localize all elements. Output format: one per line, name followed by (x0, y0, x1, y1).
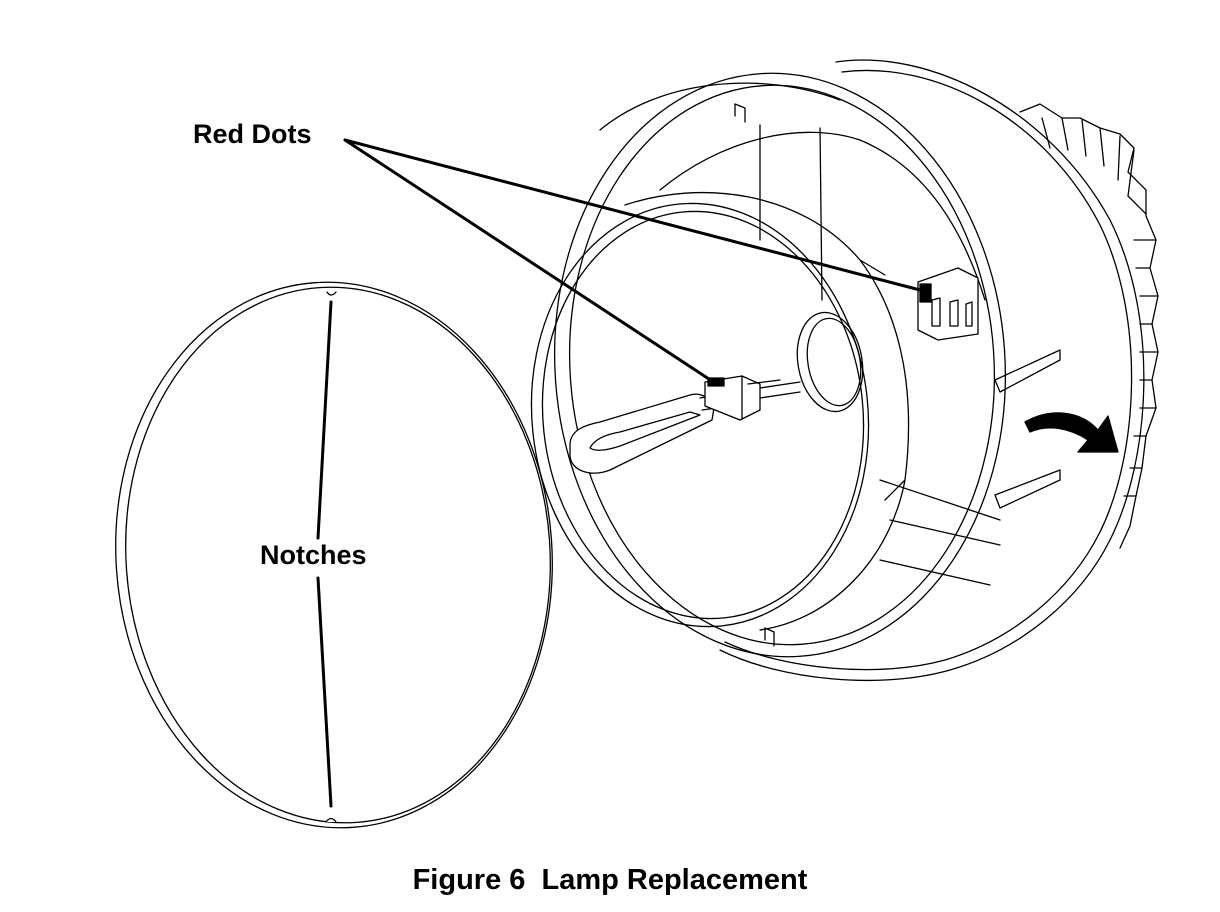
inner-cavity (659, 131, 986, 301)
red-dots-leaders (343, 138, 922, 383)
lamp-socket-block (917, 267, 979, 341)
red-dot-marker-lamp (707, 377, 725, 387)
figure-caption: Figure 6 Lamp Replacement (412, 864, 808, 896)
leader-to-socket (343, 138, 922, 292)
lens-outer-edge (115, 281, 553, 829)
lamp-bulb (569, 375, 801, 474)
lamp-opening (796, 311, 864, 413)
lamp-housing (530, 59, 1159, 682)
cooling-fins (1019, 103, 1159, 549)
notches-label: Notches (258, 540, 369, 570)
curved-arrow-icon (1024, 412, 1119, 453)
red-dot-marker-socket (919, 283, 932, 303)
housing-outer-rim (719, 59, 1145, 682)
lens-disc (115, 281, 553, 829)
leader-to-lamp (343, 138, 714, 383)
housing-front-ring (553, 72, 1007, 658)
reflector-ring (530, 202, 870, 628)
red-dots-label: Red Dots (193, 119, 312, 149)
lens-notch-top (326, 291, 337, 296)
notches-leader-bottom (316, 576, 333, 808)
lens-inner-edge (125, 286, 551, 824)
notches-leader-top (316, 300, 333, 540)
lamp-base (704, 375, 761, 421)
lens-notch-bottom (325, 817, 337, 823)
